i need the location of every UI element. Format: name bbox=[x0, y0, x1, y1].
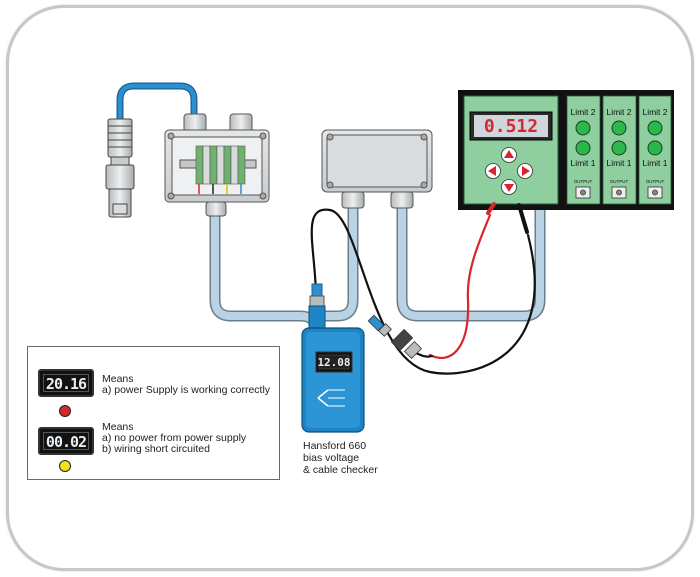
legend-line-2b: b) wiring short circuited bbox=[102, 443, 210, 455]
status-legend: 20.16 Means a) power Supply is working c… bbox=[27, 346, 280, 480]
conduit-right bbox=[396, 199, 546, 322]
limit2-label-1: Limit 2 bbox=[570, 107, 595, 117]
output-sockets bbox=[575, 186, 663, 199]
lead-connector bbox=[367, 314, 423, 360]
terminal-blocks bbox=[195, 145, 246, 185]
legend-heading-2: Means bbox=[102, 421, 134, 433]
legend-line-1a: a) power Supply is working correctly bbox=[102, 384, 271, 396]
arrow-down-icon bbox=[504, 184, 514, 192]
legend-led-yellow bbox=[59, 460, 71, 472]
caption-line-1: Hansford 660 bbox=[303, 440, 367, 452]
output-label-1: OUTPUT bbox=[574, 179, 593, 184]
legend-led-red bbox=[59, 405, 71, 417]
legend-line-2a: a) no power from power supply bbox=[102, 432, 247, 444]
checker-logo-icon bbox=[317, 389, 345, 407]
output-label-3: OUTPUT bbox=[646, 179, 665, 184]
legend-display-2: 00.02 bbox=[38, 427, 94, 455]
legend-display-1-value: 20.16 bbox=[43, 374, 89, 393]
arrow-left-icon bbox=[488, 166, 496, 176]
limit1-label-1: Limit 1 bbox=[570, 158, 595, 168]
arrow-keypad[interactable] bbox=[485, 147, 533, 195]
legend-heading-1: Means bbox=[102, 373, 134, 385]
checker-display-value: 12.08 bbox=[317, 356, 350, 369]
output-label-2: OUTPUT bbox=[610, 179, 629, 184]
limit-labels: Limit 2 Limit 1 OUTPUT Limit 2 Limit 1 O… bbox=[570, 107, 667, 184]
field-enclosure bbox=[321, 129, 433, 209]
test-leads bbox=[310, 202, 536, 375]
conduit-middle bbox=[318, 199, 359, 322]
limit2-label-3: Limit 2 bbox=[642, 107, 667, 117]
limit-leds bbox=[575, 120, 663, 156]
legend-means-1: Means a) power Supply is working correct… bbox=[102, 374, 270, 396]
red-lead bbox=[428, 213, 492, 360]
caption-line-2: bias voltage bbox=[303, 452, 360, 464]
checker-caption: Hansford 660 bias voltage & cable checke… bbox=[303, 440, 378, 476]
sensor-transducer bbox=[105, 118, 135, 218]
limit1-label-2: Limit 1 bbox=[606, 158, 631, 168]
arrow-up-icon bbox=[504, 150, 514, 158]
cable-checker-device bbox=[301, 283, 365, 433]
main-display-value: 0.512 bbox=[484, 116, 538, 137]
caption-line-3: & cable checker bbox=[303, 464, 378, 476]
sensor-cable bbox=[116, 82, 198, 127]
black-lead bbox=[310, 208, 536, 375]
limit1-label-3: Limit 1 bbox=[642, 158, 667, 168]
arrow-right-icon bbox=[522, 166, 530, 176]
junction-box bbox=[164, 113, 270, 217]
legend-display-1: 20.16 bbox=[38, 369, 94, 397]
legend-means-2: Means a) no power from power supply b) w… bbox=[102, 422, 246, 455]
limit2-label-2: Limit 2 bbox=[606, 107, 631, 117]
legend-display-2-value: 00.02 bbox=[43, 432, 89, 451]
